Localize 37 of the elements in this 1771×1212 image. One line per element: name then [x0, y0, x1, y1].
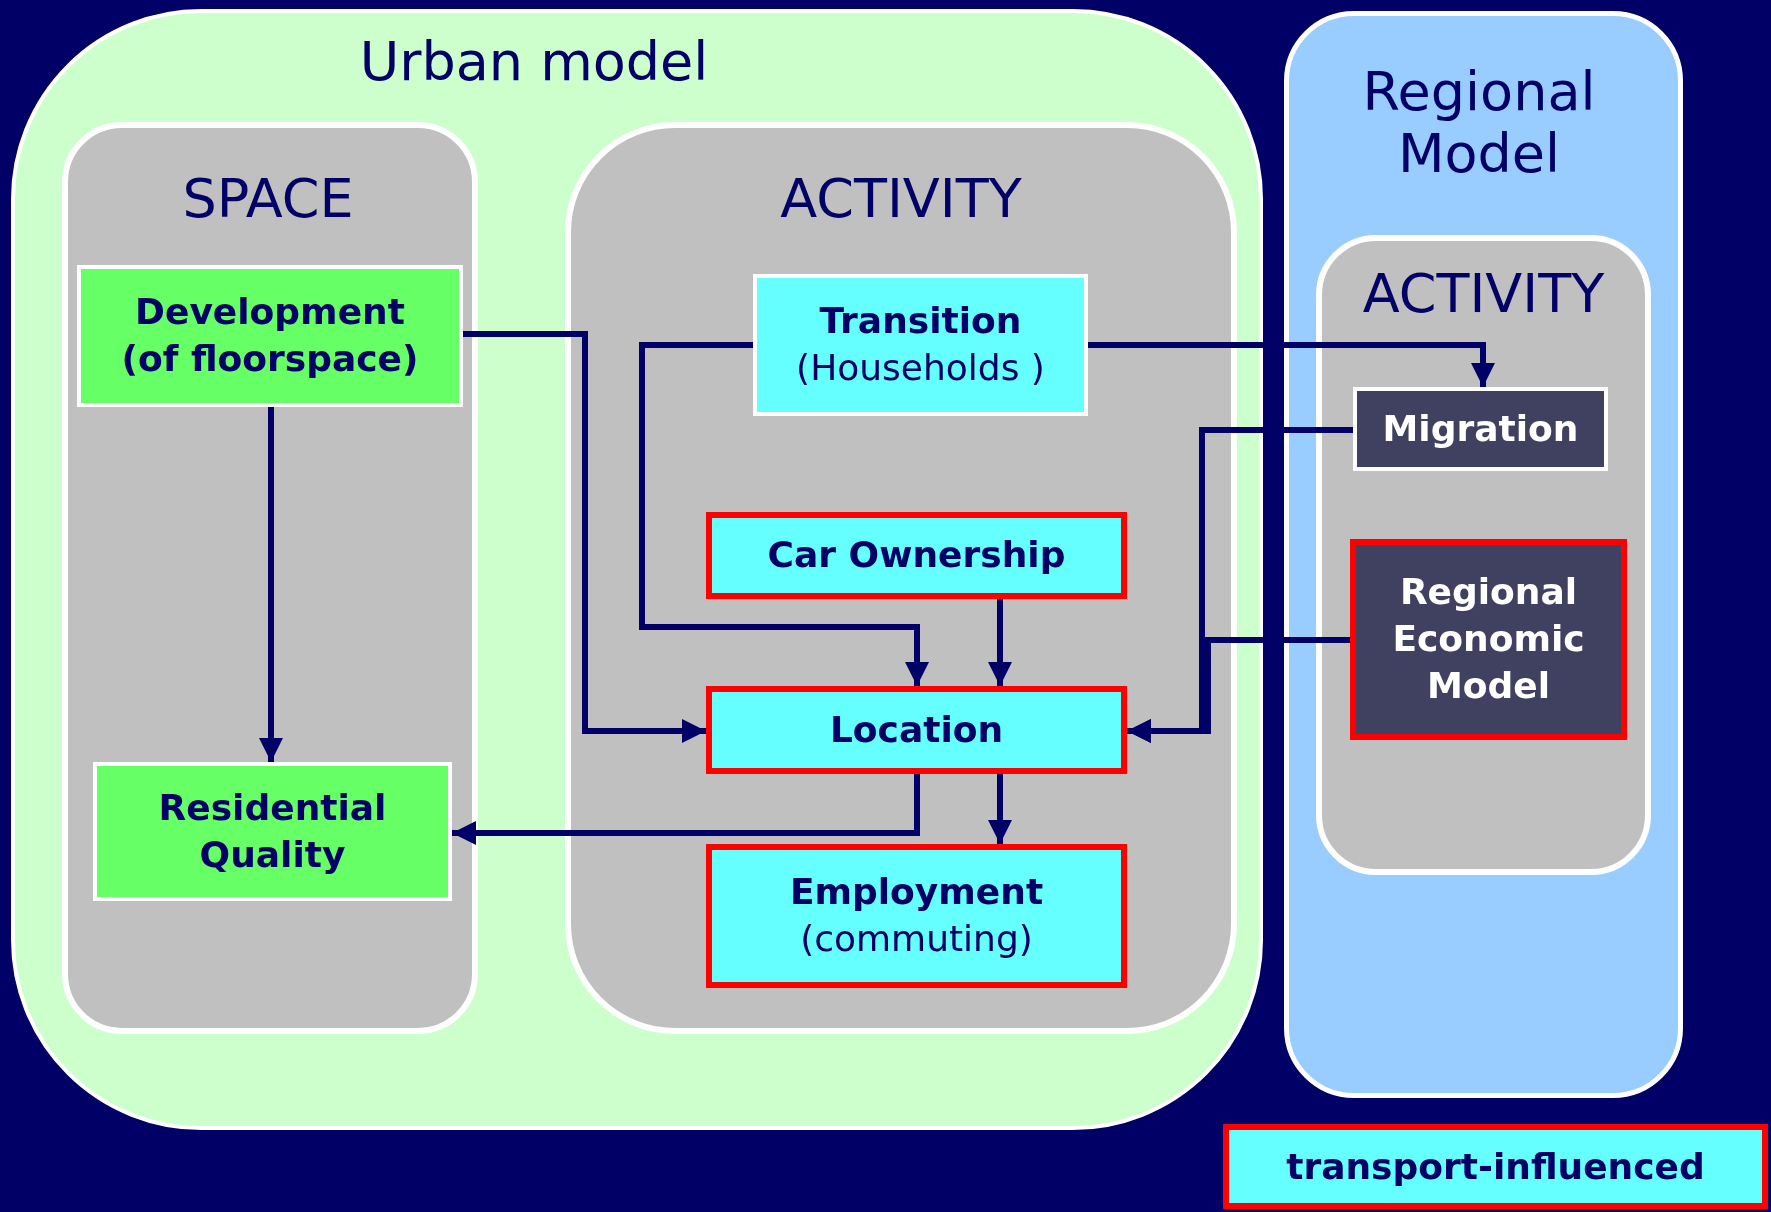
arrow	[259, 407, 283, 762]
arrow	[988, 774, 1012, 844]
process-box	[1350, 539, 1627, 740]
arrow	[1088, 342, 1495, 387]
group-panel	[565, 122, 1237, 1034]
model-panel	[11, 9, 1263, 1130]
process-box	[706, 844, 1127, 988]
arrow	[988, 599, 1012, 686]
model-panel	[1284, 11, 1683, 1098]
node-label: (Households )	[796, 346, 1045, 390]
node-label: (commuting)	[800, 917, 1033, 961]
panel-title: SPACE	[181, 168, 355, 231]
process-box	[77, 265, 463, 407]
legend-text: transport-influenced	[1286, 1146, 1705, 1187]
node-label: Residential Quality	[157, 785, 388, 877]
node-label: Employment	[789, 870, 1044, 915]
process-box	[706, 686, 1127, 774]
node-label: Transition	[819, 299, 1022, 344]
node-label: Car Ownership	[767, 533, 1066, 578]
node-label: Location	[829, 707, 1004, 752]
process-box	[93, 762, 452, 901]
group-panel	[1316, 235, 1651, 875]
arrow	[452, 774, 920, 845]
group-panel	[62, 122, 478, 1034]
panel-title: Urban model	[358, 31, 710, 94]
arrow	[463, 331, 706, 743]
node-label: (of floorspace)	[121, 337, 419, 381]
panel-title: ACTIVITY	[779, 168, 1023, 231]
process-box	[1353, 387, 1608, 471]
process-box	[706, 512, 1127, 599]
node-label: Migration	[1382, 406, 1579, 451]
process-box	[753, 274, 1088, 416]
node-label: Development	[135, 290, 405, 335]
panel-title: ACTIVITY	[1361, 263, 1606, 326]
node-label: Regional Economic Model	[1391, 570, 1586, 708]
arrow	[639, 342, 929, 686]
panel-title: Regional Model	[1361, 61, 1597, 186]
